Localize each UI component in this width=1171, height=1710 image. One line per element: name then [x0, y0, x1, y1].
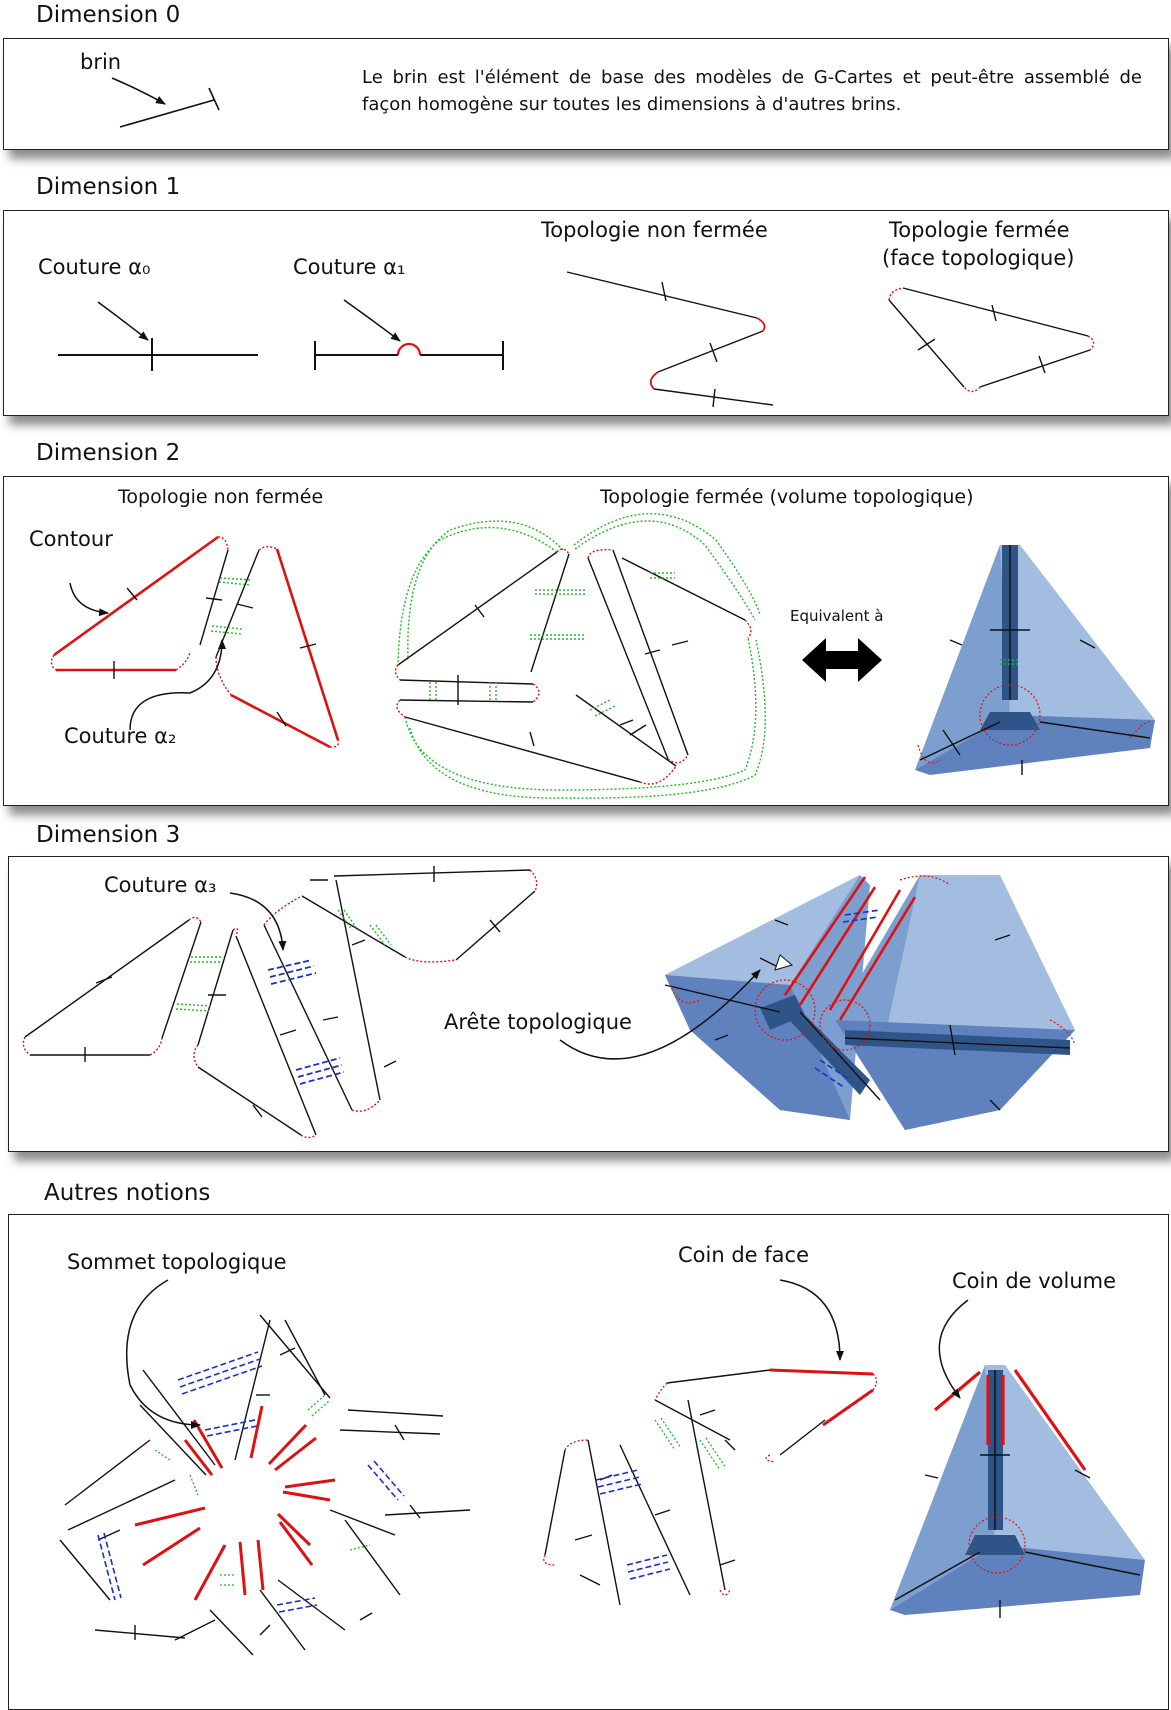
sommet-label: Sommet topologique [67, 1250, 287, 1274]
closed-face-figure [888, 287, 1095, 393]
closed-volume-label: Topologie fermée (volume topologique) [600, 486, 974, 508]
tetrahedron-volume [915, 545, 1155, 775]
other-notions-title: Autres notions [44, 1180, 211, 1206]
contour-label: Contour [29, 527, 113, 551]
brin-figure [111, 77, 220, 128]
couture-alpha1-figure [314, 299, 504, 370]
couture-alpha3-label: Couture α₃ [104, 873, 217, 897]
brin-description: Le brin est l'élément de base des modèle… [362, 67, 1142, 115]
dimension-1-panel [3, 210, 1169, 416]
dimension-3-title: Dimension 3 [36, 822, 181, 848]
sommet-star-figure [59, 1279, 471, 1656]
coin-volume-label: Coin de volume [952, 1269, 1117, 1293]
closed-volume-figure [394, 513, 766, 799]
open-faces-figure [50, 535, 340, 749]
open-topology-figure [566, 271, 774, 408]
open-topology-label: Topologie non fermée [541, 218, 768, 242]
closed-topology-label: Topologie fermée [889, 218, 1070, 242]
coin-face-label: Coin de face [678, 1243, 809, 1267]
dimension-1-title: Dimension 1 [36, 174, 181, 200]
brin-label: brin [80, 50, 122, 74]
equivalent-label: Equivalent à [790, 607, 884, 625]
coin-volume-figure [890, 1299, 1145, 1618]
couture-alpha0-figure [58, 301, 258, 371]
dimension-0-title: Dimension 0 [36, 2, 181, 28]
dimension-0-panel [3, 38, 1169, 150]
equivalent-arrow [802, 638, 882, 682]
coin-face-figure [543, 1279, 878, 1606]
dim3-volumes-figure [559, 875, 1076, 1130]
dim2-open-topology-label: Topologie non fermée [118, 486, 324, 508]
arete-label: Arête topologique [444, 1010, 632, 1034]
couture-alpha2-label: Couture α₂ [64, 724, 177, 748]
face-topology-label: (face topologique) [882, 246, 1075, 270]
dimension-2-title: Dimension 2 [36, 440, 181, 466]
couture-alpha1-label: Couture α₁ [293, 255, 406, 279]
dim3-faces-figure [22, 866, 538, 1139]
couture-alpha0-label: Couture α₀ [38, 255, 151, 279]
